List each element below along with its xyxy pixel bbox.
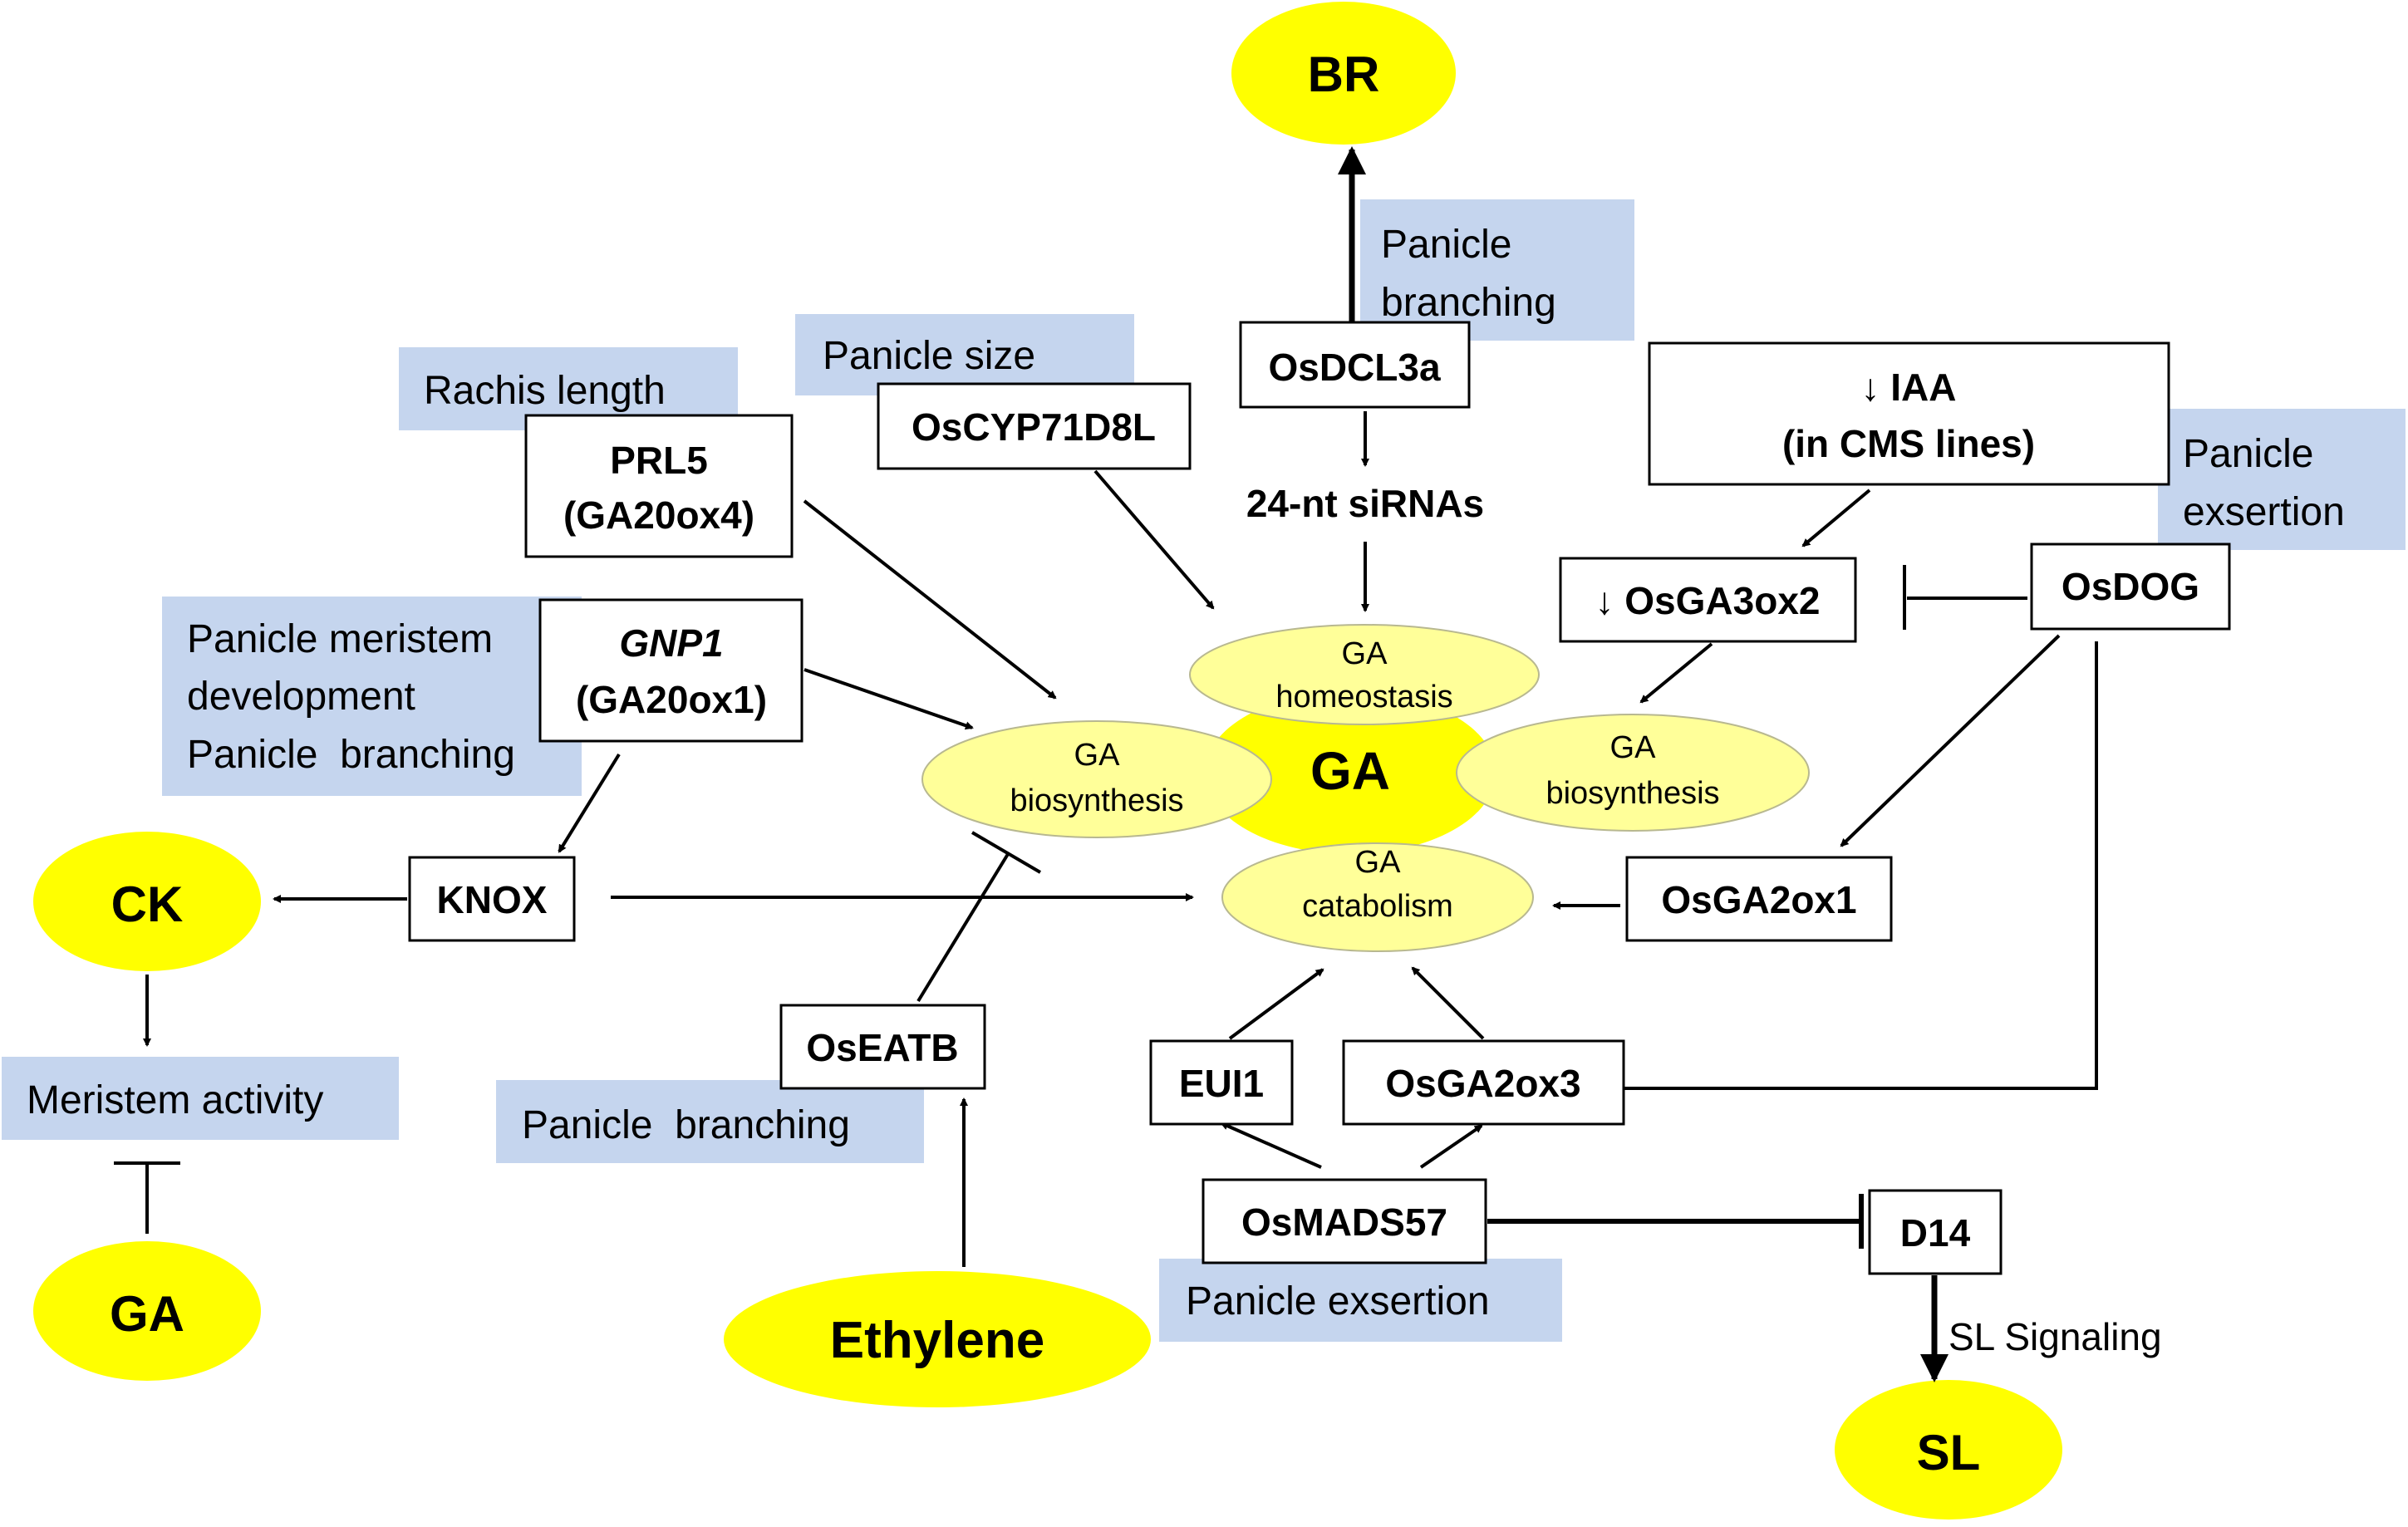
process-label: GA bbox=[1355, 845, 1402, 880]
gene-label: ↓ OsGA3ox2 bbox=[1595, 579, 1821, 622]
gene-label: GNP1 bbox=[619, 621, 723, 665]
process-label: biosynthesis bbox=[1010, 783, 1183, 818]
hormone-label: SL bbox=[1917, 1425, 1981, 1480]
arrow-gnp1-to-knox bbox=[558, 753, 621, 853]
gene-label: OsGA2ox3 bbox=[1385, 1062, 1580, 1105]
gene-label: OsCYP71D8L bbox=[912, 405, 1156, 449]
hormone-ethylene: Ethylene bbox=[724, 1271, 1151, 1407]
gene-label: (GA20ox4) bbox=[563, 493, 754, 537]
arrow-gnp1-to-biosynthesis bbox=[803, 668, 974, 730]
hormone-label: BR bbox=[1308, 47, 1380, 102]
gene-label: (GA20ox1) bbox=[576, 678, 767, 721]
label-panicle-exsertion-bottom: Panicle exsertion bbox=[1159, 1259, 1562, 1342]
gene-osga2ox1: OsGA2ox1 bbox=[1625, 856, 1893, 942]
label-text: Panicle exsertion bbox=[1186, 1279, 1490, 1323]
gene-oseatb: OsEATB bbox=[779, 1004, 986, 1090]
label-text: Panicle branching bbox=[187, 733, 515, 777]
label-panicle-branching-bottom: Panicle branching bbox=[496, 1080, 924, 1163]
arrow-osmads57-to-osga2ox3 bbox=[1419, 1124, 1483, 1169]
gene-osdog: OsDOG bbox=[2030, 543, 2231, 631]
process-label: GA bbox=[1610, 730, 1657, 765]
arrow-iaa-to-osga3ox2 bbox=[1801, 489, 1871, 547]
gene-label: OsMADS57 bbox=[1241, 1200, 1447, 1244]
label-text: development bbox=[187, 675, 415, 719]
hormone-label: CK bbox=[111, 876, 184, 932]
label-text: Rachis length bbox=[424, 369, 666, 413]
label-text: exsertion bbox=[2183, 490, 2345, 534]
gene-label: PRL5 bbox=[610, 439, 708, 482]
arrow-osmads57-to-eui1 bbox=[1220, 1122, 1322, 1169]
process-ga-catabolism: GA catabolism bbox=[1221, 842, 1534, 952]
process-label: catabolism bbox=[1302, 889, 1453, 924]
gene-osdcl3a: OsDCL3a bbox=[1239, 321, 1471, 409]
gene-label: OsGA2ox1 bbox=[1661, 878, 1856, 921]
process-label: biosynthesis bbox=[1546, 776, 1719, 811]
label-panicle-branching-top: Panicle branching bbox=[1360, 199, 1634, 341]
hormone-ga-center-label: GA bbox=[1310, 741, 1390, 801]
label-text: Panicle meristem bbox=[187, 617, 493, 661]
hormone-label: GA bbox=[110, 1286, 184, 1342]
gene-label: OsEATB bbox=[806, 1026, 958, 1069]
gene-prl5: PRL5 (GA20ox4) bbox=[524, 414, 794, 558]
inhibit-bar bbox=[971, 831, 1042, 874]
label-panicle-meristem-development: Panicle meristem development Panicle bra… bbox=[162, 597, 582, 796]
arrow-osga2ox3-to-catabolism bbox=[1411, 966, 1485, 1040]
gene-osga3ox2: ↓ OsGA3ox2 bbox=[1559, 557, 1857, 643]
hormone-br: BR bbox=[1231, 2, 1456, 145]
hormone-ga-center bbox=[1205, 691, 1496, 854]
gene-eui1: EUI1 bbox=[1149, 1039, 1294, 1126]
gene-osmads57: OsMADS57 bbox=[1202, 1178, 1487, 1264]
gene-label: KNOX bbox=[437, 878, 548, 921]
gene-sirnas: 24-nt siRNAs bbox=[1246, 482, 1484, 525]
arrow-osga3ox2-to-biosynthesis bbox=[1639, 642, 1713, 704]
connectors bbox=[114, 146, 2098, 1382]
gene-label: ↓ IAA bbox=[1861, 366, 1957, 409]
hormone-sl: SL bbox=[1835, 1380, 2062, 1520]
hormone-label: Ethylene bbox=[830, 1312, 1044, 1369]
gene-label: EUI1 bbox=[1179, 1062, 1264, 1105]
gene-iaa: ↓ IAA (in CMS lines) bbox=[1648, 341, 2170, 486]
label-panicle-size: Panicle size bbox=[795, 314, 1134, 395]
process-ga-homeostasis: GA homeostasis bbox=[1189, 624, 1540, 725]
label-text: branching bbox=[1381, 281, 1556, 325]
gene-oscyp71d8l: OsCYP71D8L bbox=[877, 382, 1192, 470]
label-panicle-exsertion-right: Panicle exsertion bbox=[2158, 409, 2406, 550]
hormone-ga-left: GA bbox=[33, 1241, 261, 1381]
arrow-eui1-to-catabolism bbox=[1228, 968, 1324, 1040]
label-text: Panicle bbox=[1381, 223, 1511, 267]
hormone-ck: CK bbox=[33, 832, 261, 971]
arrow-osdog-to-osga2ox1 bbox=[1840, 634, 2061, 847]
arrow-oscyp-to-ga bbox=[1093, 469, 1215, 610]
gene-d14: D14 bbox=[1868, 1189, 2003, 1275]
label-text: Panicle size bbox=[823, 334, 1035, 378]
process-label: GA bbox=[1342, 636, 1388, 671]
gene-label: (in CMS lines) bbox=[1782, 422, 2035, 465]
inhibit-oseatb-to-biosynthesis bbox=[917, 852, 1010, 1003]
gene-label: OsDOG bbox=[2062, 565, 2199, 608]
gene-osga2ox3: OsGA2ox3 bbox=[1342, 1039, 1625, 1126]
label-text: Panicle branching bbox=[522, 1103, 850, 1147]
gene-label: D14 bbox=[1900, 1211, 1971, 1254]
label-text: Panicle bbox=[2183, 432, 2313, 476]
gene-knox: KNOX bbox=[408, 856, 576, 942]
process-ga-biosynthesis-left: GA biosynthesis bbox=[921, 720, 1272, 838]
gene-label: OsDCL3a bbox=[1268, 346, 1440, 389]
label-sl-signaling: SL Signaling bbox=[1949, 1315, 2162, 1358]
process-ga-biosynthesis-right: GA biosynthesis bbox=[1456, 714, 1810, 832]
arrow-osdog-to-osga2ox3 bbox=[1606, 641, 2098, 1092]
gene-gnp1: GNP1 (GA20ox1) bbox=[538, 598, 803, 743]
label-meristem-activity: Meristem activity bbox=[2, 1057, 399, 1140]
process-label: homeostasis bbox=[1275, 680, 1452, 714]
label-text: Meristem activity bbox=[27, 1078, 323, 1122]
process-label: GA bbox=[1074, 738, 1121, 773]
arrow-prl5-to-biosynthesis bbox=[803, 499, 1057, 700]
